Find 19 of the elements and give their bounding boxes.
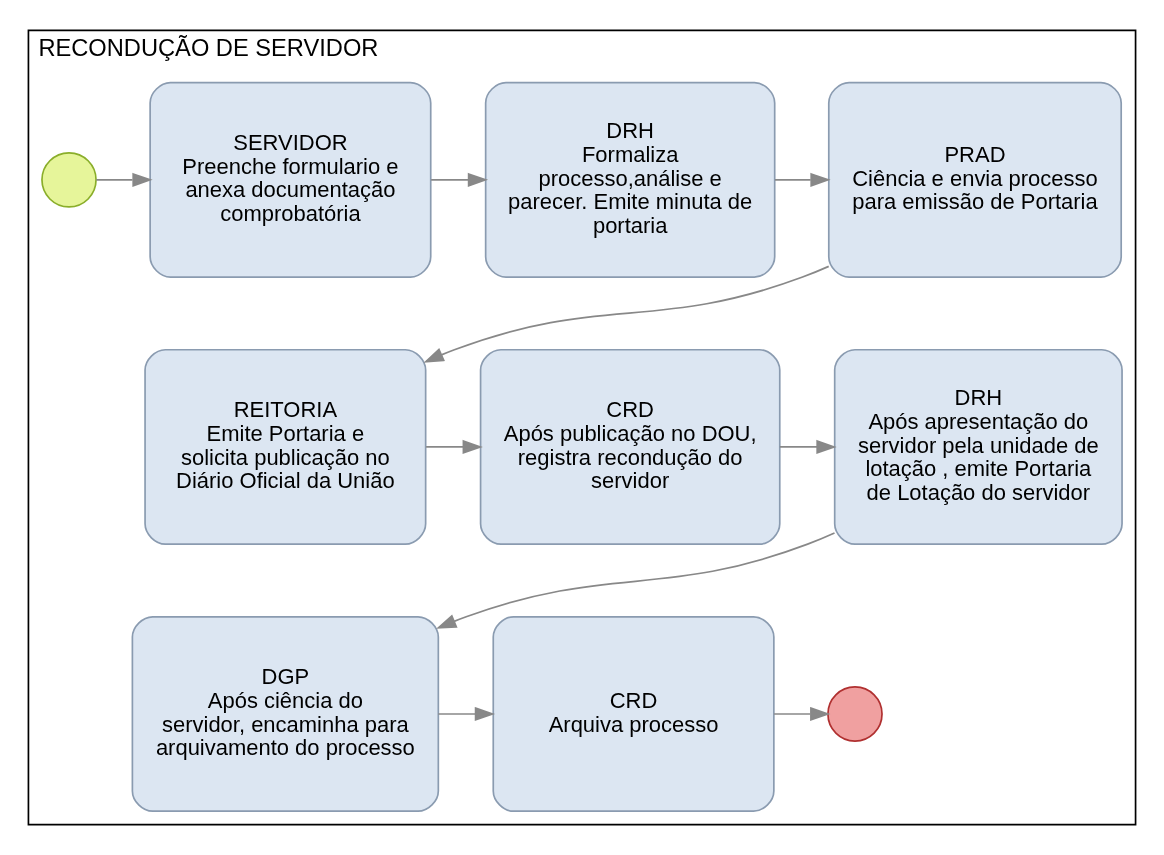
arrow <box>437 706 496 722</box>
arrow <box>436 532 836 629</box>
node-box: DRH Após apresentação do servidor pela unidade de lotação , emite Portaria de Lotação do servidor <box>833 348 1123 545</box>
node-circle <box>827 686 883 742</box>
node-box: CRD Arquiva processo <box>492 615 775 813</box>
arrow <box>423 265 830 363</box>
arrow <box>430 172 489 187</box>
node-box: PRAD Ciência e envia processo para emissão de Portaria <box>827 81 1123 278</box>
arrow <box>774 172 831 187</box>
arrow <box>425 439 483 455</box>
node-circle <box>41 152 97 208</box>
arrow <box>95 172 153 187</box>
arrow <box>773 706 831 722</box>
node-box: DGP Após ciência do servidor, encaminha para arquivamento do processo <box>131 615 440 813</box>
arrow <box>778 439 837 455</box>
node-box: CRD Após publicação no DOU, registra recondução do servidor <box>479 348 781 545</box>
node-box: SERVIDOR Preenche formulario e anexa documentação comprobatória <box>149 81 432 278</box>
node-box: DRH Formaliza processo,análise e parecer. Emite minuta de portaria <box>484 81 776 278</box>
node-box: REITORIA Emite Portaria e solicita publicação no Diário Oficial da União <box>144 348 427 545</box>
